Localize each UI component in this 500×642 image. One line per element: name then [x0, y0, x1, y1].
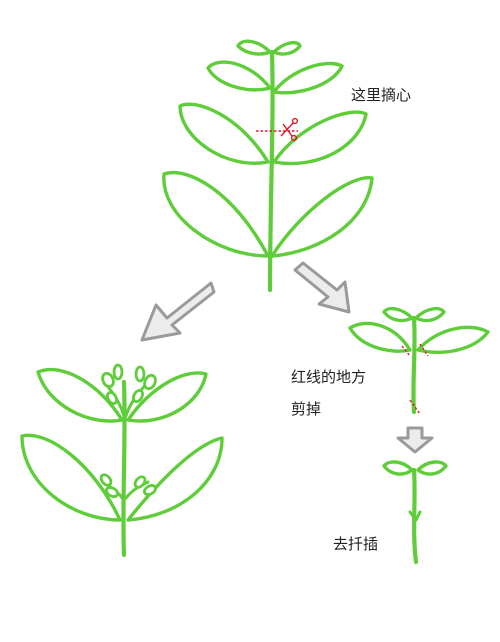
bud-lower-4 [143, 484, 157, 496]
bud-top-3 [134, 365, 146, 383]
pinch-here-label: 这里摘心 [351, 86, 412, 104]
bud-lower-1 [99, 473, 113, 487]
bud-top-4 [143, 373, 157, 391]
take-cutting-label: 去扦插 [333, 535, 379, 553]
side-shoot-right-lower [124, 480, 150, 500]
pinched-upper-left-leaf [36, 367, 124, 423]
arrow-right-down-icon [293, 261, 351, 314]
lower-left-leaf [162, 171, 270, 258]
upper-left-leaf [206, 60, 272, 92]
pinched-upper-right-leaf [126, 371, 208, 423]
pinched-lower-right-leaf [126, 436, 224, 522]
lower-right-leaf [270, 176, 374, 258]
cut-red-line-label: 红线的地方 [291, 368, 367, 386]
cut-mark-base [409, 399, 421, 415]
arrow-down-icon [396, 426, 434, 454]
cut-mark-left [401, 345, 411, 357]
scissors-icon [280, 117, 299, 142]
cut-piece-left-leaf [348, 321, 412, 353]
pinched-main-stem [121, 379, 127, 558]
middle-right-leaf [272, 110, 368, 166]
top-right-small-leaf [272, 40, 302, 56]
bud-lower-2 [105, 486, 119, 498]
cutting-left-leaf [382, 460, 414, 476]
cut-top-piece [348, 306, 490, 415]
cut-piece-right-leaf [416, 325, 490, 354]
pinched-lower-left-leaf [20, 433, 122, 522]
bud-top-2 [112, 363, 124, 381]
pinched-plant-with-side-shoots [20, 363, 224, 558]
bud-top-5 [106, 391, 118, 405]
arrow-left-down-icon [140, 281, 216, 342]
cutting-stem-tip [408, 510, 422, 522]
original-plant [162, 39, 374, 293]
middle-left-leaf [178, 102, 270, 165]
prepared-cutting [382, 460, 448, 565]
bud-lower-3 [133, 475, 147, 489]
bud-top-1 [101, 371, 115, 389]
cut-off-label: 剪掉 [291, 400, 322, 418]
cutting-right-leaf [416, 460, 448, 476]
upper-right-leaf [272, 61, 344, 95]
cut-mark-right [419, 343, 429, 357]
cut-piece-top-right-leaf [414, 306, 446, 323]
cut-piece-stem [411, 315, 417, 415]
main-stem [267, 49, 275, 293]
cut-piece-top-left-leaf [382, 306, 414, 323]
top-left-small-leaf [236, 39, 272, 56]
bud-top-6 [132, 389, 144, 403]
